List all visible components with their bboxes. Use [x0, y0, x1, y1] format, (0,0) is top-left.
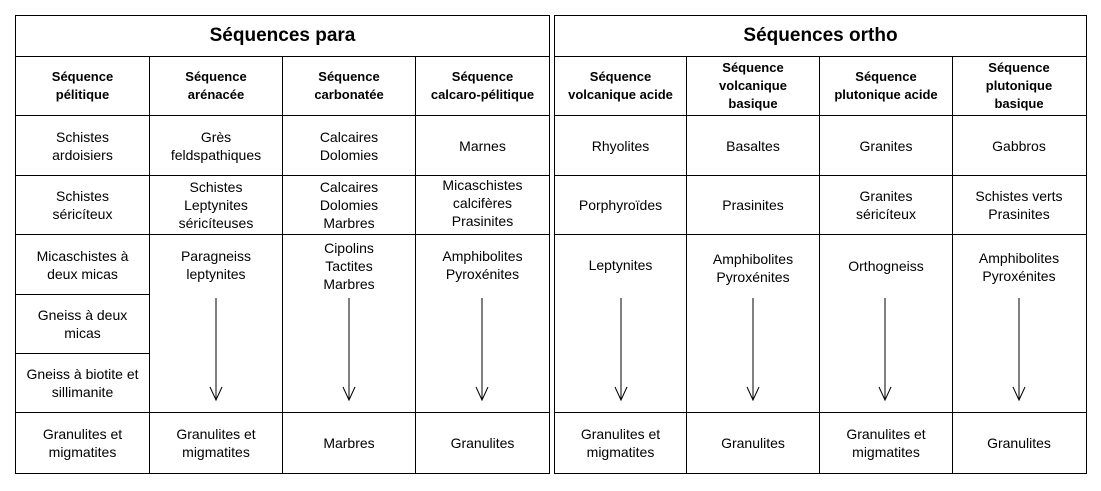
header-plutonique-basique: Séquence plutonique basique [985, 60, 1053, 111]
volc-basique-cell-1: Basaltes [726, 137, 780, 154]
ortho-rule-row1 [554, 175, 1087, 176]
header-carbonatee: Séquence carbonatée [314, 69, 384, 102]
arenacee-cell-1: Grès feldspathiques [170, 128, 262, 163]
volc-acide-cell-2: Porphyroïdes [578, 197, 663, 213]
header-volcanique-acide: Séquence volcanique acide [568, 69, 673, 102]
plut-basique-cell-4: Granulites [987, 434, 1051, 451]
ortho-rule-header [554, 115, 1087, 116]
carbonatee-cell-3: Cipolins Tactites Marbres [323, 240, 375, 292]
header-calcaro-pelitique: Séquence calcaro-pélitique [430, 69, 535, 102]
volc-basique-cell-2: Prasinites [722, 197, 784, 213]
arrow-down-icon [209, 298, 223, 402]
para-title: Séquences para [209, 25, 356, 46]
arenacee-cell-4: Granulites et migmatites [176, 425, 256, 460]
para-col-divider-2 [282, 56, 283, 473]
arrow-down-icon [878, 298, 892, 402]
volc-acide-cell-3: Leptynites [588, 256, 653, 273]
plut-acide-cell-1: Granites [859, 137, 913, 154]
header-arenacee: Séquence arénacée [185, 69, 247, 102]
arrow-down-icon [746, 298, 760, 402]
volc-acide-cell-1: Rhyolites [591, 137, 650, 154]
volc-basique-cell-3: Amphibolites Pyroxénites [712, 251, 794, 285]
ortho-title: Séquences ortho [743, 25, 898, 46]
ortho-col-divider-1 [686, 56, 687, 473]
plut-basique-cell-1: Gabbros [992, 137, 1046, 154]
ortho-rule-title [554, 56, 1087, 57]
arrow-down-icon [614, 298, 628, 402]
plut-acide-cell-2: Granites séricíteux [856, 188, 916, 222]
carbonatee-cell-4: Marbres [323, 434, 375, 451]
pelitique-cell-1: Schistes ardoisiers [52, 128, 113, 163]
calcaro-cell-4: Granulites [450, 434, 515, 451]
calcaro-cell-2: Micaschistes calcifères Prasinites [442, 177, 523, 229]
pelitique-cell-5: Gneiss à biotite et sillimanite [26, 366, 139, 400]
ortho-rule-row2 [554, 234, 1087, 235]
arenacee-cell-2: Schistes Leptynites séricíteuses [178, 179, 254, 231]
plut-acide-cell-3: Orthogneiss [848, 258, 924, 274]
ortho-col-divider-3 [952, 56, 953, 473]
para-col-divider-1 [149, 56, 150, 473]
pelitique-cell-2: Schistes séricíteux [52, 188, 113, 222]
pelitique-cell-6: Granulites et migmatites [42, 425, 123, 460]
calcaro-cell-1: Marnes [459, 137, 506, 154]
volc-basique-cell-4: Granulites [721, 434, 785, 451]
header-volcanique-basique: Séquence volcanique basique [719, 60, 787, 111]
para-col-divider-3 [415, 56, 416, 473]
header-plutonique-acide: Séquence plutonique acide [834, 69, 938, 102]
arrow-down-icon [342, 298, 356, 402]
arrow-down-icon [475, 298, 489, 402]
volc-acide-cell-4: Granulites et migmatites [580, 425, 661, 460]
ortho-rule-row5 [554, 412, 1087, 413]
carbonatee-cell-1: Calcaires Dolomies [319, 128, 379, 163]
ortho-table-frame [554, 15, 1087, 474]
para-rule-row3 [15, 294, 149, 295]
ortho-col-divider-2 [819, 56, 820, 473]
para-table-frame [15, 15, 550, 474]
arrow-down-icon [1012, 298, 1026, 402]
para-rule-row4 [15, 353, 149, 354]
carbonatee-cell-2: Calcaires Dolomies Marbres [319, 179, 379, 231]
pelitique-cell-4: Gneiss à deux micas [37, 307, 128, 341]
calcaro-cell-3: Amphibolites Pyroxénites [442, 248, 523, 282]
arenacee-cell-3: Paragneiss leptynites [180, 248, 252, 282]
plut-acide-cell-4: Granulites et migmatites [846, 425, 926, 460]
pelitique-cell-3: Micaschistes à deux micas [36, 247, 129, 282]
plut-basique-cell-2: Schistes verts Prasinites [975, 188, 1063, 222]
header-pelitique: Séquence pélitique [51, 69, 114, 102]
plut-basique-cell-3: Amphibolites Pyroxénites [978, 250, 1060, 284]
